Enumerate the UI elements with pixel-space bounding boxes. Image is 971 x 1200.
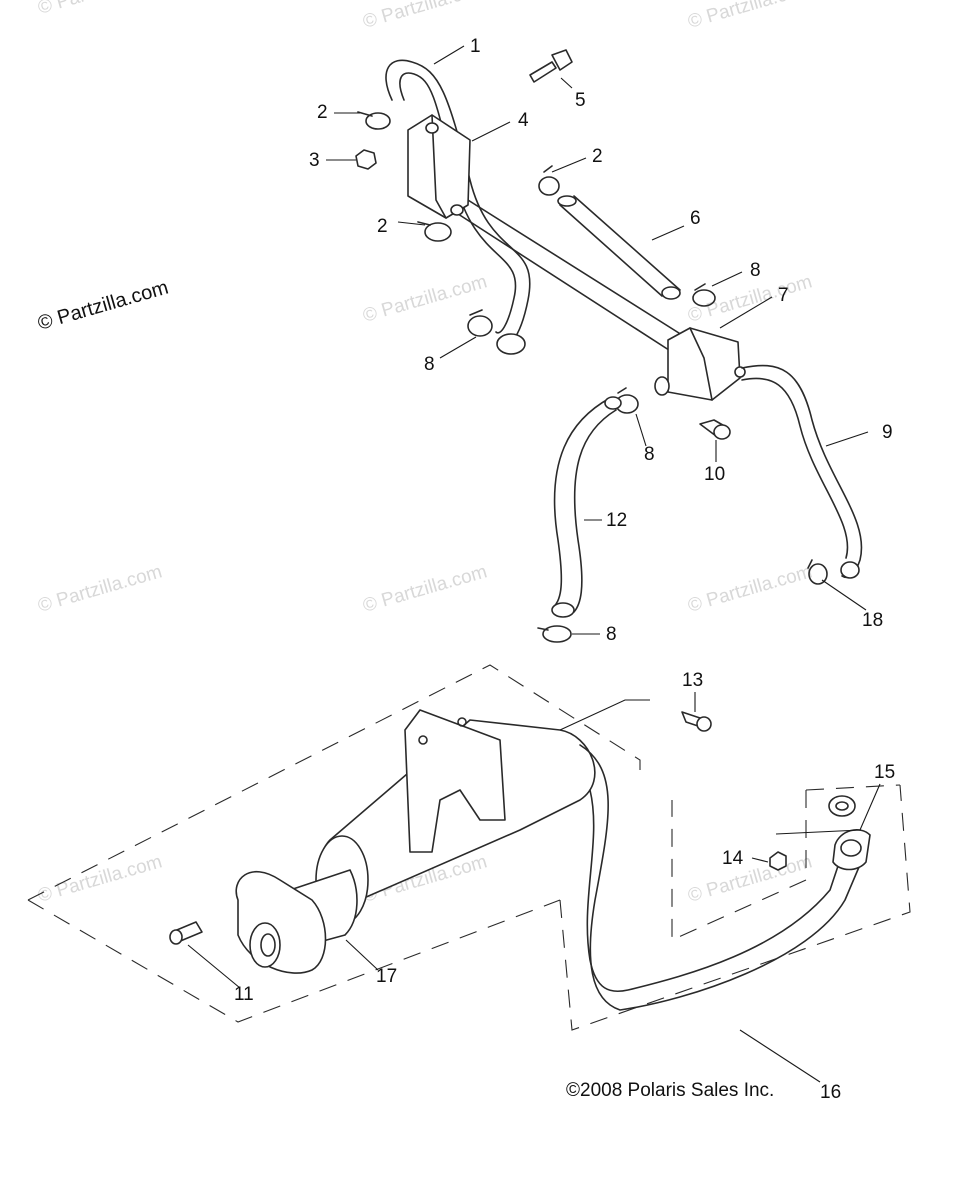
callout-5: 5 <box>575 90 586 111</box>
callout-15: 15 <box>874 762 895 783</box>
callout-6: 6 <box>690 208 701 229</box>
callout-11: 11 <box>234 984 254 1005</box>
watermark: © Partzilla.com <box>686 561 815 616</box>
leader-lines <box>187 45 881 1083</box>
clamp-8-a <box>467 309 493 337</box>
flange-outline <box>671 784 901 941</box>
hose-9 <box>741 364 863 579</box>
bracket-hole <box>418 735 428 745</box>
clamp-2-low <box>417 221 452 242</box>
callout-1: 1 <box>470 36 481 57</box>
callout-9: 9 <box>882 422 893 443</box>
hose-1 <box>385 59 531 347</box>
callout-8: 8 <box>424 354 435 375</box>
part-4-housing <box>407 114 471 219</box>
watermark: © Partzilla.com <box>36 851 165 906</box>
clamp-2-top <box>357 111 391 130</box>
part-4-edge <box>431 114 447 219</box>
watermark-strong: © Partzilla.com <box>35 277 171 335</box>
part-7-valve <box>667 327 741 401</box>
hose-9-b <box>741 377 849 559</box>
hose-12-end <box>551 602 575 618</box>
part-14-nut <box>769 851 787 871</box>
hose-6-end <box>557 195 577 207</box>
callout-4: 4 <box>518 110 529 131</box>
bracket-hole <box>457 717 467 727</box>
callout-2: 2 <box>317 102 328 123</box>
callout-14: 14 <box>722 848 744 869</box>
watermark: © Partzilla.com <box>361 271 490 326</box>
hose-12 <box>552 397 611 609</box>
part-3-nut <box>355 149 377 170</box>
callout-17: 17 <box>376 966 397 987</box>
callout-2: 2 <box>377 216 388 237</box>
headpipe-port <box>840 839 862 857</box>
callout-18: 18 <box>862 610 883 631</box>
hose-1-end <box>496 333 526 355</box>
callout-2: 2 <box>592 146 603 167</box>
part-4-boss <box>450 204 464 216</box>
clamp-18 <box>807 559 828 585</box>
part-15-gasket <box>828 795 856 817</box>
air-pipe-2 <box>454 211 673 353</box>
lower-assembly <box>27 664 911 1031</box>
muffler-outline <box>27 664 641 901</box>
part-13-head <box>696 716 712 732</box>
clamp-8-b <box>692 283 716 307</box>
watermark: © Partzilla.com <box>361 561 490 616</box>
watermark: © Partzilla.com <box>361 0 490 33</box>
clamp-8-d <box>537 625 572 643</box>
part-4-boss <box>425 122 439 134</box>
hose-6-b <box>573 195 681 291</box>
callout-labels: 1 2 3 2 2 4 5 6 8 7 8 8 10 9 12 8 18 13 … <box>234 36 895 1103</box>
air-pipe <box>459 194 691 341</box>
headpipe-16-b <box>586 789 841 993</box>
hose-6-end <box>661 286 681 300</box>
watermark: © Partzilla.com <box>686 851 815 906</box>
callout-8: 8 <box>750 260 761 281</box>
watermark: © Partzilla.com <box>686 0 815 33</box>
hose-9-end <box>840 561 860 579</box>
part-7-edge <box>689 327 713 401</box>
hose-12-b <box>573 409 617 613</box>
callout-16: 16 <box>820 1082 841 1103</box>
part-7-port <box>654 376 670 396</box>
upper-assembly <box>355 49 863 643</box>
callout-7: 7 <box>778 285 789 306</box>
watermark: © Partzilla.com <box>36 561 165 616</box>
muffler-tip-inner <box>260 933 276 957</box>
clamp-2-mid <box>538 165 560 196</box>
part-7-port <box>734 366 746 378</box>
callout-10: 10 <box>704 464 725 485</box>
watermark: © Partzilla.com <box>36 0 165 19</box>
callout-12: 12 <box>606 510 627 531</box>
part-5-head <box>551 49 573 71</box>
callout-8: 8 <box>606 624 617 645</box>
copyright-notice: ©2008 Polaris Sales Inc. <box>566 1080 775 1101</box>
callout-13: 13 <box>682 670 703 691</box>
callout-3: 3 <box>309 150 320 171</box>
part-11-head <box>169 929 183 945</box>
part-5-bolt <box>529 61 557 83</box>
muffler-outline-left <box>27 899 561 1023</box>
callout-8: 8 <box>644 444 655 465</box>
headpipe-outline <box>559 784 911 1031</box>
hose-12-end <box>604 396 622 410</box>
headpipe-16 <box>579 744 863 1011</box>
part-10-head <box>713 424 731 440</box>
part-15-gasket-inner <box>835 801 849 811</box>
hose-6 <box>559 204 663 297</box>
